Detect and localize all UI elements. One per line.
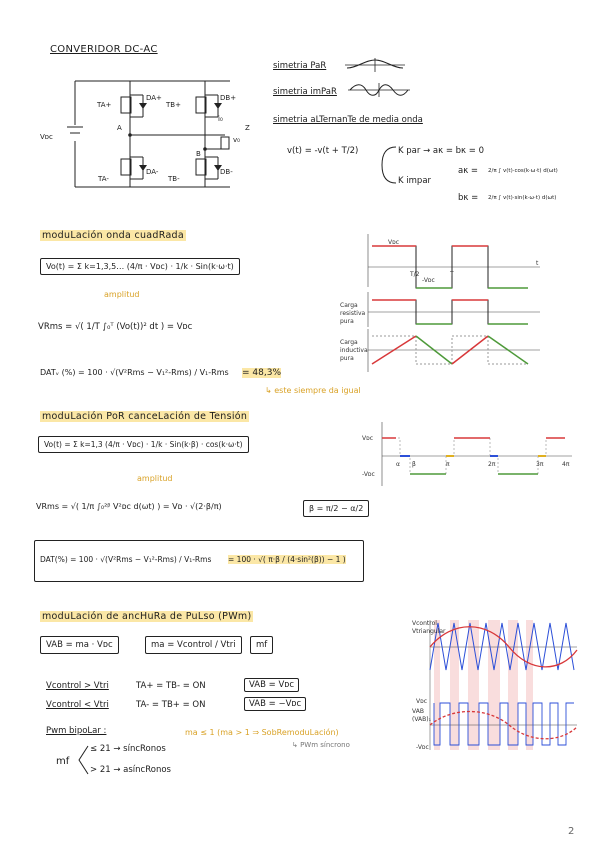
cancel-graph-alpha: α	[396, 461, 400, 468]
pwm-graph-vt: Vtriangular	[412, 628, 446, 635]
pwm-graph-vab1: (VAB)₁	[412, 716, 432, 723]
vdc-label: Vᴅᴄ	[40, 133, 53, 141]
ak-formula: 2/π ∫ v(t)·cos(k·ω·t) d(ωt)	[488, 168, 558, 174]
vo-label: v₀	[233, 136, 240, 144]
kimpar-label: K impar	[398, 176, 432, 186]
square-note: ↳ este siempre da igual	[265, 386, 361, 395]
bk-formula: 2/π ∫ v(t)·sin(k·ω·t) d(ωt)	[488, 195, 557, 201]
square-dat: DATᵥ (%) = 100 · √(V²Rms − V₁²-Rms) / V₁…	[40, 368, 229, 377]
even-wave-icon	[345, 58, 405, 72]
rule2-mid: TA- = TB+ = ON	[136, 700, 206, 710]
cancel-graph-neg: -Vᴅᴄ	[362, 471, 375, 478]
pwm-graph-nv: -Vᴅᴄ	[416, 744, 429, 751]
symmetry-alternante-label: simetria aLTernanTe de media onda	[273, 115, 423, 125]
cancel-beta: β = π/2 − α/2	[303, 500, 370, 517]
pwm-note-1: ma ≤ 1 (ma > 1 ⇒ SobRemoduLación)	[185, 728, 339, 737]
half-wave-equation: v(t) = -v(t + T/2)	[287, 146, 359, 156]
pwm-vab: VAB = ma · Vᴅᴄ	[40, 636, 119, 654]
graph-t0-label: T/2	[409, 271, 420, 278]
graph-vdc-label: Vᴅᴄ	[388, 239, 399, 246]
pwm-graph-vc: Vcontrol	[412, 620, 437, 627]
odd-wave-icon	[348, 83, 410, 97]
mf-label: mf	[56, 756, 70, 767]
graph-ind-label-1: Carga	[340, 339, 358, 346]
cancel-vrms: VRms = √( 1/π ∫₀²ᵝ V²ᴅᴄ d(ωt) ) = Vᴅ · √…	[36, 502, 222, 511]
kpar-rule: K par → aκ = bκ = 0	[398, 146, 484, 156]
pwm-ma: ma = Vcontrol / Vtri	[145, 636, 242, 654]
mf-rule-1: ≤ 21 → síncRonos	[90, 744, 166, 754]
cancel-graph-beta: β	[412, 461, 416, 468]
cancel-heading: moduLación PoR canceLación de Tensión	[40, 411, 250, 422]
symmetry-par-label: simetria PaR	[273, 61, 327, 71]
graph-t-label: T	[449, 271, 454, 278]
rule2-left: Vcontrol < Vtri	[46, 700, 109, 710]
cancel-graph-vdc: Vᴅᴄ	[362, 435, 373, 442]
pwm-heading: moduLación de ancHuRa de PuLso (PWm)	[40, 611, 254, 622]
pwm-mf: mf	[250, 636, 274, 654]
graph-ind-label-3: pura	[340, 355, 354, 362]
mf-brace	[78, 745, 89, 775]
cancel-graph-2pi: 2π	[488, 461, 496, 468]
brace	[381, 146, 397, 184]
page-number: 2	[568, 826, 575, 837]
mf-rule-2: > 21 → asíncRonos	[90, 765, 171, 775]
pwm-graph-vab: VAB	[412, 708, 424, 715]
square-dat-result: = 48,3%	[242, 368, 281, 378]
square-wave-graph: Vᴅᴄ -Vᴅᴄ T/2 T t Carga resistiva pura Ca…	[340, 234, 540, 372]
z-label: Z	[245, 124, 250, 132]
da-minus-label: DA-	[146, 168, 159, 176]
tb-minus-label: TB-	[168, 175, 180, 183]
inverter-circuit	[67, 80, 230, 188]
cancel-graph-4pi: 4π	[562, 461, 570, 468]
rule2-box: VAB = −Vᴅᴄ	[244, 697, 307, 711]
symmetry-impar-label: simetria imPaR	[273, 87, 337, 97]
cancel-dat: DAT(%) = 100 · √(V²Rms − V₁²-Rms) / V₁-R…	[40, 555, 212, 564]
rule1-left: Vcontrol > Vtri	[46, 681, 109, 691]
ta-plus-label: TA+	[97, 101, 112, 109]
bk-label: bκ =	[458, 193, 479, 203]
graph-res-label-2: resistiva	[340, 310, 366, 317]
cancel-wave-graph: Vᴅᴄ -Vᴅᴄ α β π 2π 3π 4π	[362, 422, 572, 486]
db-plus-label: DB+	[220, 94, 237, 102]
pwm-graph: Vcontrol Vtriangular VAB (VAB)₁ Vᴅᴄ -Vᴅᴄ	[412, 620, 578, 751]
tb-plus-label: TB+	[166, 101, 181, 109]
cancel-formula: Vo(t) = Σ k=1,3 (4/π · Vᴅᴄ) · 1/k · Sin(…	[38, 436, 249, 453]
cancel-graph-pi: π	[446, 461, 450, 468]
da-plus-label: DA+	[146, 94, 162, 102]
node-a-label: A	[117, 124, 122, 132]
graph-res-label-1: Carga	[340, 302, 358, 309]
node-b-label: B	[196, 150, 201, 158]
rule1-box: VAB = Vᴅᴄ	[244, 678, 300, 692]
rule1-mid: TA+ = TB- = ON	[136, 681, 206, 691]
square-vrms: VRms = √( 1/T ∫₀ᵀ (Vo(t))² dt ) = Vᴅᴄ	[38, 322, 193, 332]
ak-label: aκ =	[458, 166, 479, 176]
page-title: CONVERIDOR DC-AC	[50, 44, 158, 55]
amplitud-note-1: amplitud	[104, 290, 140, 299]
amplitud-note-2: amplitud	[137, 474, 173, 483]
graph-neg-vdc-label: -Vᴅᴄ	[422, 277, 435, 284]
cancel-graph-3pi: 3π	[536, 461, 544, 468]
pwm-bipolar-label: Pwm bipoLar :	[46, 726, 107, 736]
pwm-graph-pv: Vᴅᴄ	[416, 698, 427, 705]
ta-minus-label: TA-	[98, 175, 109, 183]
cancel-dat-result: = 100 · √( π·β / (4·sin²(β)) − 1 )	[228, 555, 346, 564]
square-heading: moduLación onda cuadRada	[40, 230, 187, 241]
graph-ind-label-2: inductiva	[340, 347, 368, 354]
graph-res-label-3: pura	[340, 318, 354, 325]
db-minus-label: DB-	[220, 168, 233, 176]
graph-t-axis: t	[536, 260, 539, 267]
square-formula: Vo(t) = Σ k=1,3,5… (4/π · Vᴅᴄ) · 1/k · S…	[40, 258, 240, 275]
pwm-note-2: ↳ PWm síncrono	[292, 741, 350, 749]
io-label: i₀	[218, 115, 223, 123]
